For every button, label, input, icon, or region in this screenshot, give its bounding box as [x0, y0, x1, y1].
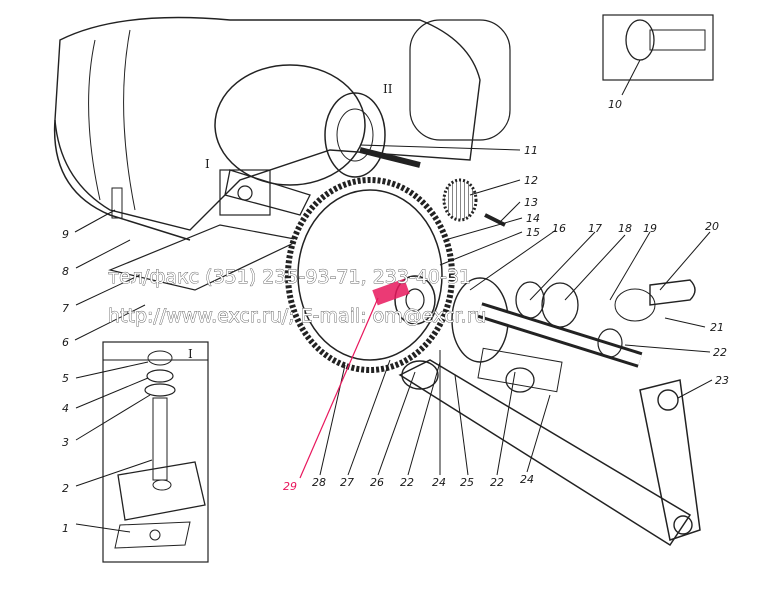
part-label-19: 19	[643, 222, 657, 235]
part-label-10: 10	[608, 98, 622, 111]
part-label-18: 18	[618, 222, 632, 235]
watermark-phone: тел/факс (351) 235-93-71, 233-40-31	[108, 266, 471, 288]
part-label-8: 8	[62, 265, 69, 278]
part-label-14: 14	[526, 212, 540, 225]
part-label-26: 26	[370, 476, 384, 489]
part-label-16: 16	[552, 222, 566, 235]
part-label-22-right: 22	[713, 346, 727, 359]
roman-label-ii: II	[383, 82, 393, 96]
part-label-29-highlighted: 29	[283, 480, 297, 493]
pinion-gear	[442, 178, 506, 227]
part-label-11: 11	[524, 144, 538, 157]
inset-detail-top-right	[602, 14, 714, 81]
roman-label-i-main: I	[205, 157, 210, 171]
machine-housing	[53, 16, 511, 241]
part-label-22-mid: 22	[400, 476, 414, 489]
part-label-5: 5	[62, 372, 69, 385]
leader-lines	[74, 59, 713, 533]
part-label-17: 17	[588, 222, 602, 235]
crank-shaft-assembly	[451, 277, 696, 393]
part-label-2: 2	[62, 482, 69, 495]
highlighted-key-29	[372, 278, 410, 306]
part-label-28: 28	[312, 476, 326, 489]
part-label-22-low: 22	[490, 476, 504, 489]
part-label-7: 7	[62, 302, 69, 315]
part-label-20: 20	[705, 220, 719, 233]
part-label-3: 3	[62, 436, 69, 449]
part-label-13: 13	[524, 196, 538, 209]
part-label-25: 25	[460, 476, 474, 489]
connecting-link	[398, 359, 701, 547]
part-label-24-left: 24	[432, 476, 446, 489]
part-label-12: 12	[524, 174, 538, 187]
part-label-4: 4	[62, 402, 69, 415]
part-label-27: 27	[340, 476, 354, 489]
part-label-21: 21	[710, 321, 724, 334]
part-label-23: 23	[715, 374, 729, 387]
inset-detail-I	[102, 341, 209, 563]
part-label-1: 1	[62, 522, 69, 535]
electric-motor	[214, 64, 421, 216]
part-label-9: 9	[62, 228, 69, 241]
roman-label-i-inset: I	[188, 347, 193, 361]
watermark-contact: http://www.excr.ru/; E-mail: om@excr.ru	[108, 305, 486, 327]
part-label-15: 15	[526, 226, 540, 239]
part-label-6: 6	[62, 336, 69, 349]
part-label-24-right: 24	[520, 473, 534, 486]
large-gear-wheel	[285, 177, 455, 373]
